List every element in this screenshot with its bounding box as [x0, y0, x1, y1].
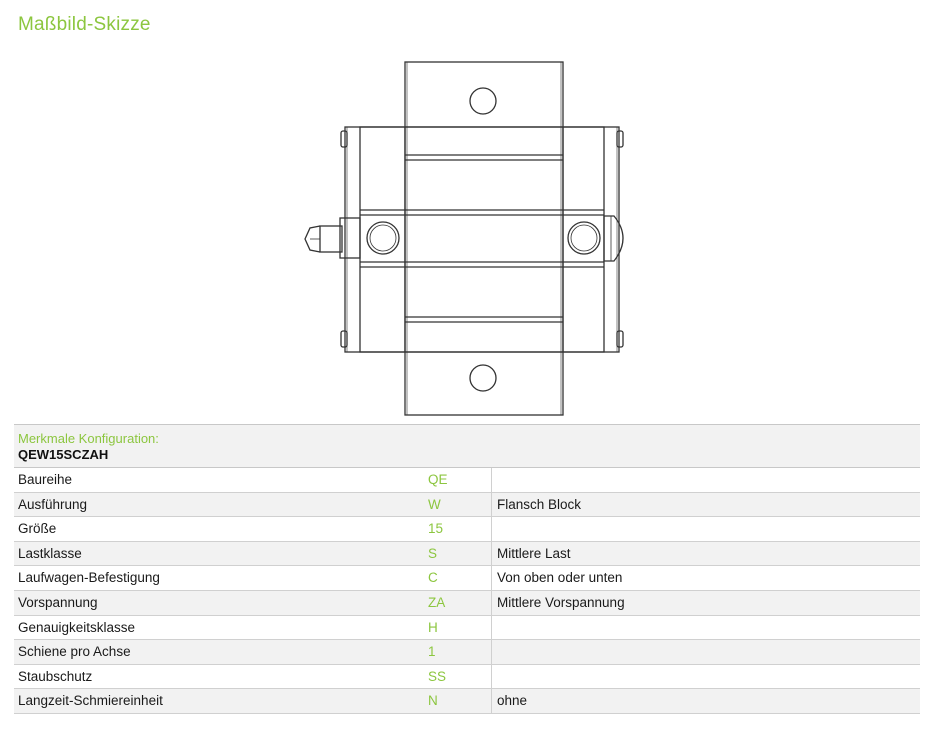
column-divider: [491, 541, 492, 566]
row-description: Flansch Block: [497, 496, 582, 512]
row-name: Vorspannung: [18, 594, 98, 610]
column-divider: [491, 468, 492, 492]
column-divider: [491, 566, 492, 590]
row-name: Staubschutz: [18, 668, 93, 684]
column-divider: [491, 689, 492, 713]
row-description: Mittlere Vorspannung: [497, 594, 625, 610]
row-description: Von oben oder unten: [497, 570, 623, 586]
row-value: 1: [428, 644, 436, 660]
row-value: H: [428, 619, 438, 635]
row-description: ohne: [497, 693, 528, 709]
table-row: Genauigkeitsklasse H: [14, 615, 920, 641]
grease-nipple: [304, 225, 321, 253]
configuration-heading: Merkmale Konfiguration:: [18, 431, 159, 446]
row-name: Ausführung: [18, 496, 88, 512]
row-value: W: [428, 496, 441, 512]
column-divider: [491, 590, 492, 615]
row-name: Lastklasse: [18, 545, 82, 561]
row-description: Mittlere Last: [497, 545, 571, 561]
table-row: Staubschutz SS: [14, 664, 920, 690]
table-row: Schiene pro Achse 1: [14, 640, 920, 665]
rail-hole-top: [469, 87, 497, 115]
block-hole-right: [567, 221, 601, 255]
row-value: 15: [428, 521, 444, 537]
section-title: Maßbild-Skizze: [18, 14, 151, 35]
column-divider: [491, 517, 492, 541]
configuration-header: Merkmale Konfiguration: QEW15SCZAH: [14, 424, 920, 468]
row-value: S: [428, 545, 438, 561]
row-value: ZA: [428, 594, 446, 610]
configuration-code: QEW15SCZAH: [18, 447, 109, 462]
rail-hole-bottom: [469, 364, 497, 392]
table-row: Lastklasse S Mittlere Last: [14, 541, 920, 567]
table-row: Ausführung W Flansch Block: [14, 492, 920, 518]
rail: [404, 61, 564, 416]
block-hole-left: [366, 221, 400, 255]
block-body: [344, 126, 620, 353]
row-name: Schiene pro Achse: [18, 644, 131, 660]
row-name: Baureihe: [18, 472, 73, 487]
row-name: Laufwagen-Befestigung: [18, 570, 160, 586]
column-divider: [491, 664, 492, 689]
row-name: Langzeit-Schmiereinheit: [18, 693, 163, 709]
row-name: Größe: [18, 521, 57, 537]
table-row: Vorspannung ZA Mittlere Vorspannung: [14, 590, 920, 616]
table-row: Laufwagen-Befestigung C Von oben oder unte…: [14, 566, 920, 591]
row-name: Genauigkeitsklasse: [18, 619, 136, 635]
configuration-table: Merkmale Konfiguration: QEW15SCZAH Baure…: [14, 424, 920, 714]
row-value: N: [428, 693, 438, 709]
column-divider: [491, 492, 492, 517]
row-value: C: [428, 570, 438, 586]
row-value: SS: [428, 668, 447, 684]
table-row: Größe 15: [14, 517, 920, 542]
column-divider: [491, 615, 492, 640]
end-plug: [603, 215, 624, 262]
column-divider: [491, 640, 492, 664]
row-value: QE: [428, 472, 448, 487]
table-row: Baureihe QE: [14, 468, 920, 493]
dimension-sketch: [304, 61, 624, 416]
